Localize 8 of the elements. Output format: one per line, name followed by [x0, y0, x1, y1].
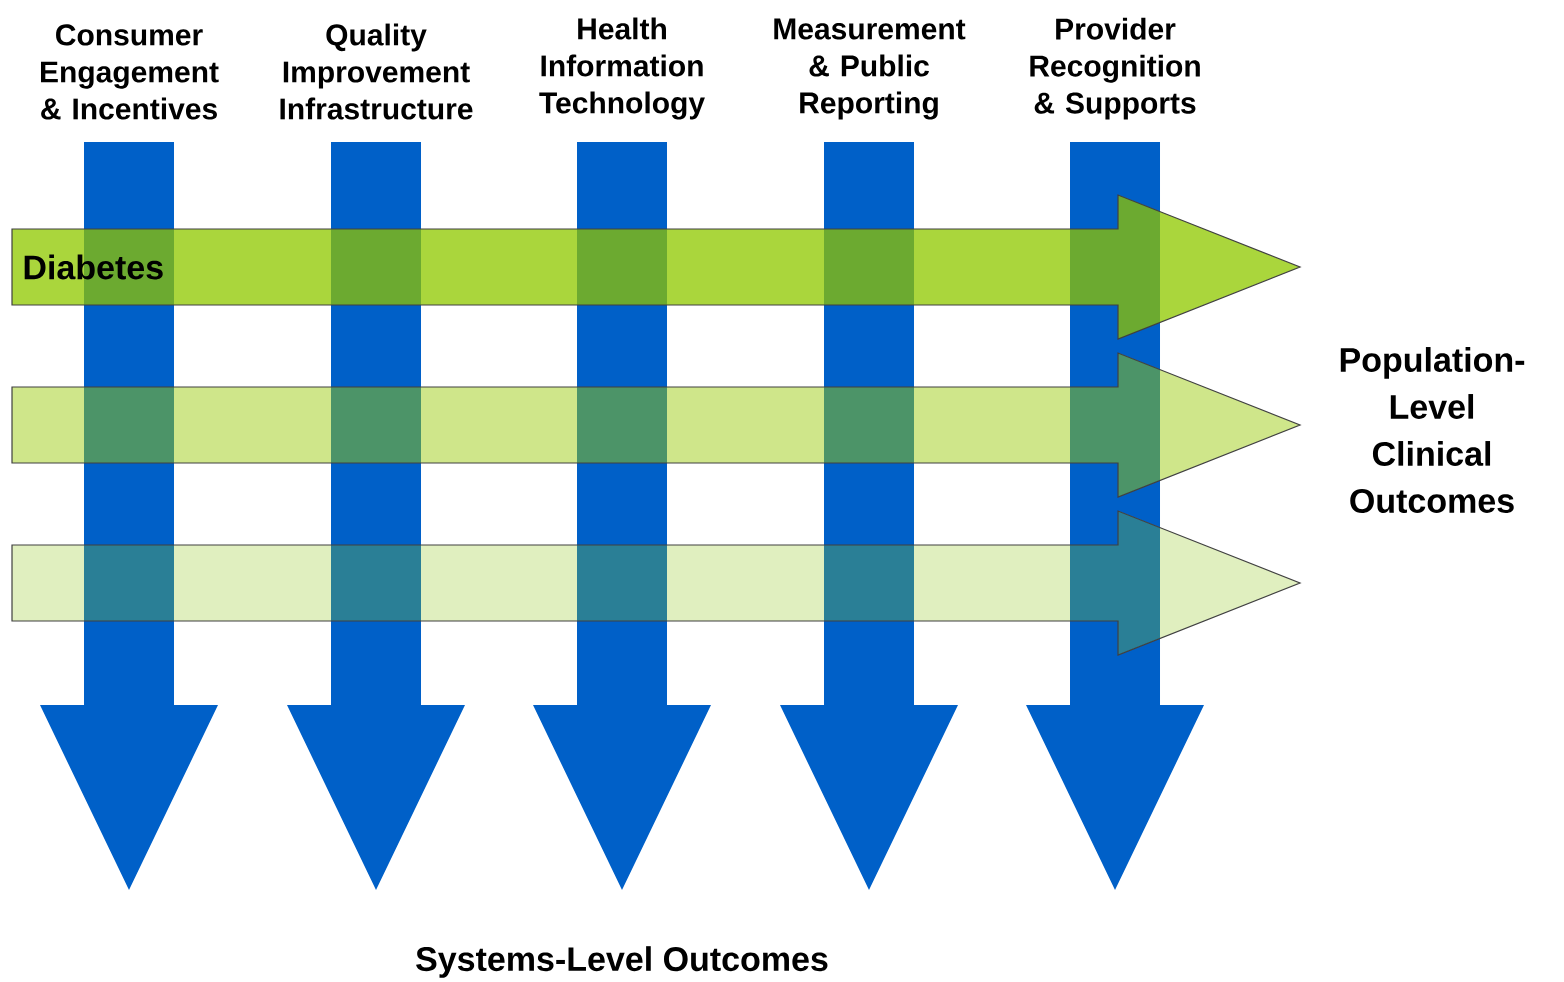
column-heading: Measurement & Public Reporting: [774, 18, 966, 120]
column-heading: Provider Recognition & Supports: [1030, 17, 1200, 120]
outcome-label: Population-Level Clinical Outcomes: [1340, 347, 1525, 513]
column-heading: Health Information Technology: [539, 17, 705, 120]
column-heading: Quality Improvement Infrastructure: [280, 23, 473, 120]
outcome-label: Systems-Level Outcomes: [416, 946, 828, 978]
column-heading: Consumer Engagement & Incentives: [41, 24, 219, 120]
arrow: [11, 510, 1302, 656]
